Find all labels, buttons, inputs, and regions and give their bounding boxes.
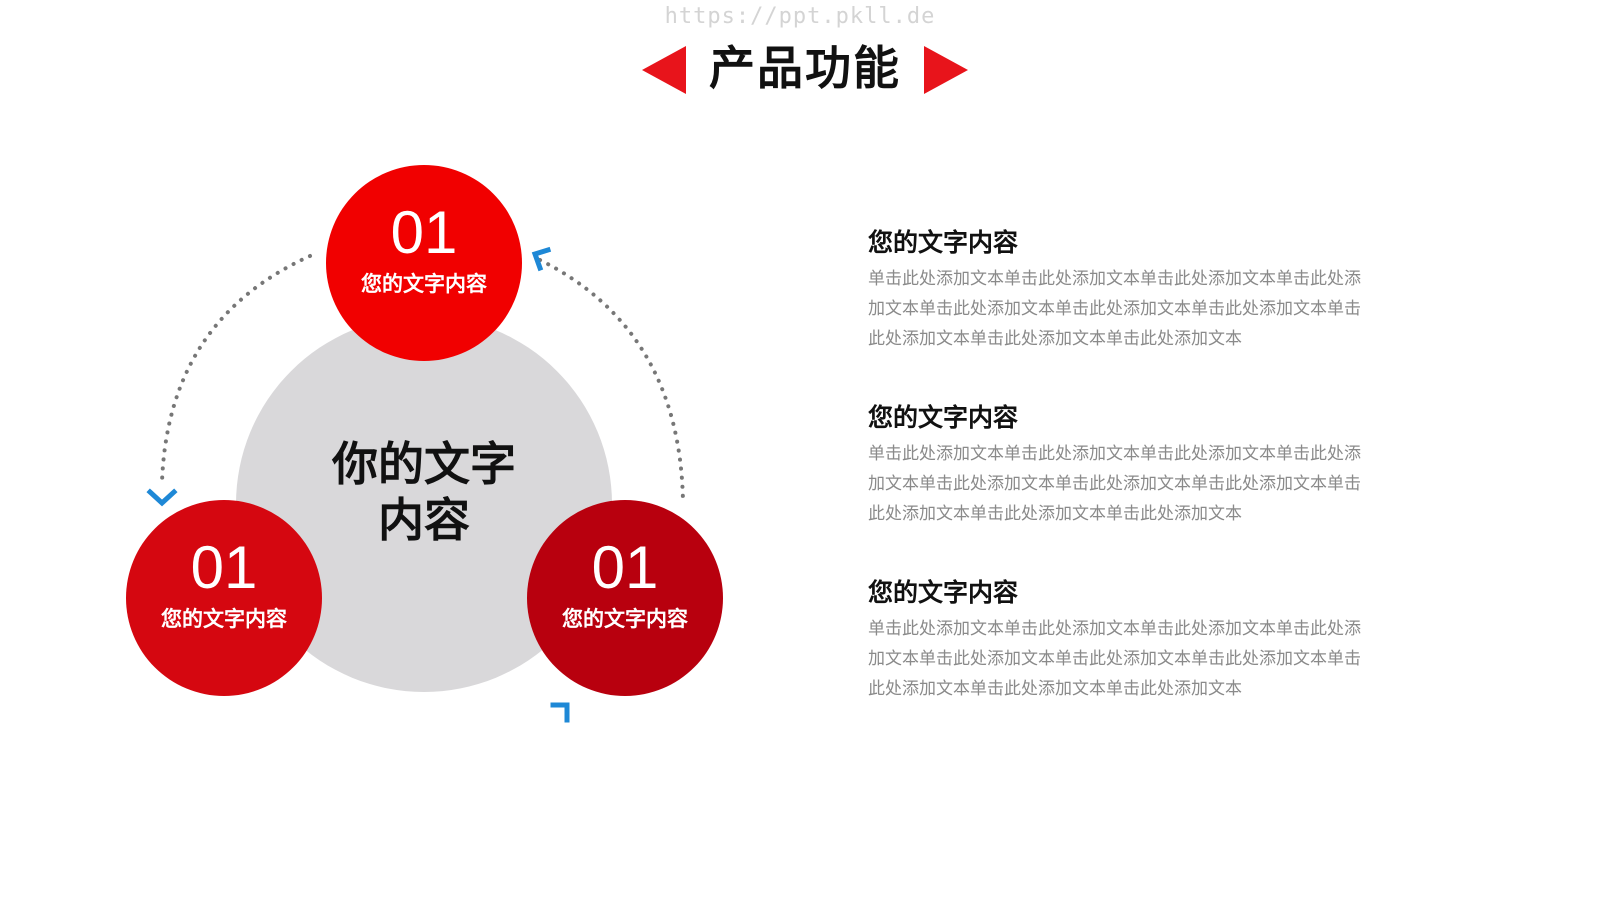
node-top-circle: 01 您的文字内容 — [326, 165, 522, 361]
text-block-heading: 您的文字内容 — [868, 403, 1019, 432]
node-bottom-left-circle: 01 您的文字内容 — [126, 500, 322, 696]
text-block-heading: 您的文字内容 — [868, 228, 1019, 257]
dotted-arc-right — [538, 258, 685, 504]
slide-title: 产品功能 — [709, 41, 901, 95]
text-block-heading: 您的文字内容 — [868, 578, 1019, 607]
node-label: 您的文字内容 — [161, 607, 287, 631]
triangle-right-icon — [924, 46, 968, 94]
text-block-body: 单击此处添加文本单击此处添加文本单击此处添加文本单击此处添加文本单击此处添加文本… — [868, 619, 1361, 699]
watermark-text: https://ppt.pkll.de — [664, 4, 936, 29]
text-block-3[interactable]: 您的文字内容 单击此处添加文本单击此处添加文本单击此处添加文本单击此处添加文本单… — [868, 576, 1368, 704]
text-block-body: 单击此处添加文本单击此处添加文本单击此处添加文本单击此处添加文本单击此处添加文本… — [868, 444, 1361, 524]
node-label: 您的文字内容 — [361, 272, 487, 296]
node-number: 01 — [190, 534, 258, 601]
center-label: 你的文字 内容 — [236, 436, 612, 548]
chevron-up-left-icon — [531, 246, 552, 272]
node-bottom-right-circle: 01 您的文字内容 — [527, 500, 723, 696]
title-row: 产品功能 — [0, 38, 1600, 98]
cycle-diagram: 你的文字 内容 01 您的文字内容 01 您的文字内容 01 您的文字内容 — [0, 0, 760, 900]
node-number: 01 — [390, 199, 458, 266]
text-block-1[interactable]: 您的文字内容 单击此处添加文本单击此处添加文本单击此处添加文本单击此处添加文本单… — [868, 226, 1368, 354]
triangle-left-icon — [642, 46, 686, 94]
dotted-arc-left — [160, 254, 312, 484]
text-block-2[interactable]: 您的文字内容 单击此处添加文本单击此处添加文本单击此处添加文本单击此处添加文本单… — [868, 401, 1368, 529]
center-label-line1: 你的文字 — [332, 437, 516, 491]
center-label-line2: 内容 — [378, 493, 470, 547]
node-label: 您的文字内容 — [562, 607, 688, 631]
chevron-corner-icon — [550, 702, 570, 723]
cycle-arrows-graphic — [146, 246, 685, 723]
chevron-down-icon — [146, 488, 178, 507]
node-number: 01 — [591, 534, 659, 601]
text-block-body: 单击此处添加文本单击此处添加文本单击此处添加文本单击此处添加文本单击此处添加文本… — [868, 269, 1361, 349]
